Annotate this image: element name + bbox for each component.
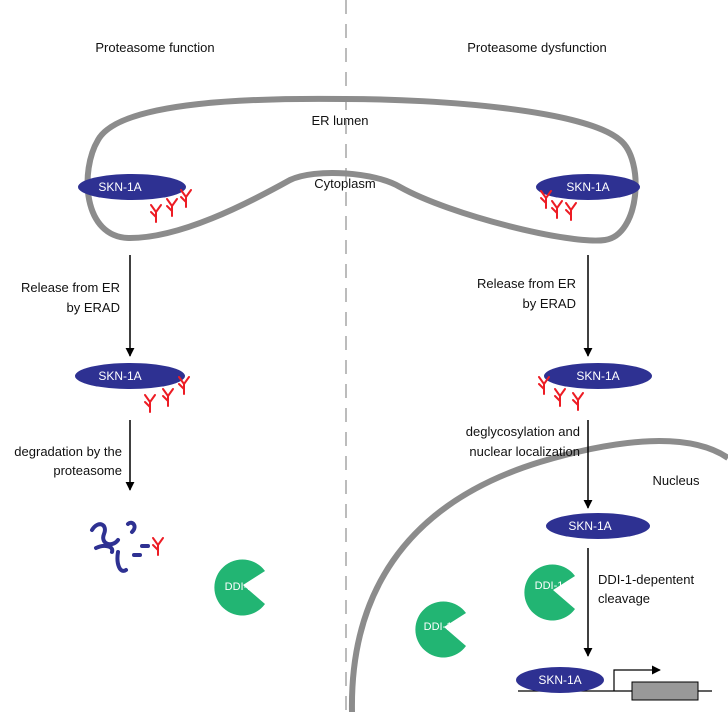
glycan-icon	[162, 388, 174, 407]
skn1a-protein	[546, 513, 650, 539]
peptide-fragment	[126, 520, 137, 534]
ddi1-shape	[214, 559, 265, 616]
glycan-icon	[551, 200, 563, 219]
ddi1-label: DDI-1	[225, 581, 254, 593]
peptide-fragment	[90, 522, 120, 547]
glycan-icon	[178, 376, 190, 395]
ddi1-label: DDI-1	[424, 621, 453, 633]
nuclear-envelope	[348, 438, 728, 712]
degraded-peptide-fragments	[90, 520, 150, 573]
ddi1-label: DDI-1	[535, 580, 564, 592]
skn1a-bound-dna: SKN-1A	[516, 667, 604, 693]
left-degradation-label-line1: degradation by the	[14, 444, 122, 459]
ddi1-enzyme-lower: DDI-1	[415, 601, 466, 658]
skn1a-label: SKN-1A	[566, 180, 609, 194]
glycan-icon	[166, 198, 178, 217]
glycan-icon	[538, 376, 550, 395]
skn1a-left-er: SKN-1A	[78, 174, 192, 223]
er-lumen-label: ER lumen	[311, 113, 368, 128]
right-release-label-line2: by ERAD	[523, 296, 576, 311]
glycan-icon	[150, 204, 162, 223]
glycan-icon	[152, 537, 164, 556]
skn1a-nuclear: SKN-1A	[546, 513, 650, 539]
skn1a-right-released: SKN-1A	[538, 363, 652, 411]
skn1a-label: SKN-1A	[538, 673, 581, 687]
glycan-icon	[554, 388, 566, 407]
right-cleavage-label-line1: DDI-1-depentent	[598, 572, 694, 587]
right-cleavage-label-line2: cleavage	[598, 591, 650, 606]
skn1a-label: SKN-1A	[568, 519, 611, 533]
left-degradation-label-line2: proteasome	[53, 463, 122, 478]
glycan-icon	[180, 189, 192, 208]
right-deglyco-label-line2: nuclear localization	[469, 444, 580, 459]
nucleus-label: Nucleus	[653, 473, 700, 488]
skn1a-right-er: SKN-1A	[536, 174, 640, 221]
peptide-fragment	[115, 550, 128, 573]
skn1a-protein	[78, 174, 186, 200]
er-membrane	[84, 95, 639, 244]
transcription-start-arrow	[613, 665, 661, 691]
skn1a-protein	[516, 667, 604, 693]
skn1a-protein	[75, 363, 185, 389]
skn1a-label: SKN-1A	[98, 369, 141, 383]
left-panel-title: Proteasome function	[95, 40, 214, 55]
target-gene	[518, 665, 712, 701]
skn1a-protein	[536, 174, 640, 200]
glycan-icon	[565, 202, 577, 221]
gene-coding-box	[631, 681, 699, 701]
ddi1-enzyme-left: DDI-1	[214, 559, 265, 616]
cytoplasm-label: Cytoplasm	[314, 176, 375, 191]
ddi1-shape	[415, 601, 466, 658]
skn1a-label: SKN-1A	[576, 369, 619, 383]
skn1a-left-released: SKN-1A	[75, 363, 190, 413]
skn1a-label: SKN-1A	[98, 180, 141, 194]
skn1a-protein	[544, 363, 652, 389]
ddi1-enzyme-nuclear: DDI-1	[524, 564, 575, 621]
right-panel-title: Proteasome dysfunction	[467, 40, 606, 55]
ddi1-shape	[524, 564, 575, 621]
peptide-fragment	[94, 543, 115, 554]
right-release-label-line1: Release from ER	[477, 276, 576, 291]
glycan-icon	[144, 394, 156, 413]
right-deglyco-label-line1: deglycosylation and	[466, 424, 580, 439]
left-release-label-line1: Release from ER	[21, 280, 120, 295]
left-release-label-line2: by ERAD	[67, 300, 120, 315]
glycan-icon	[572, 392, 584, 411]
